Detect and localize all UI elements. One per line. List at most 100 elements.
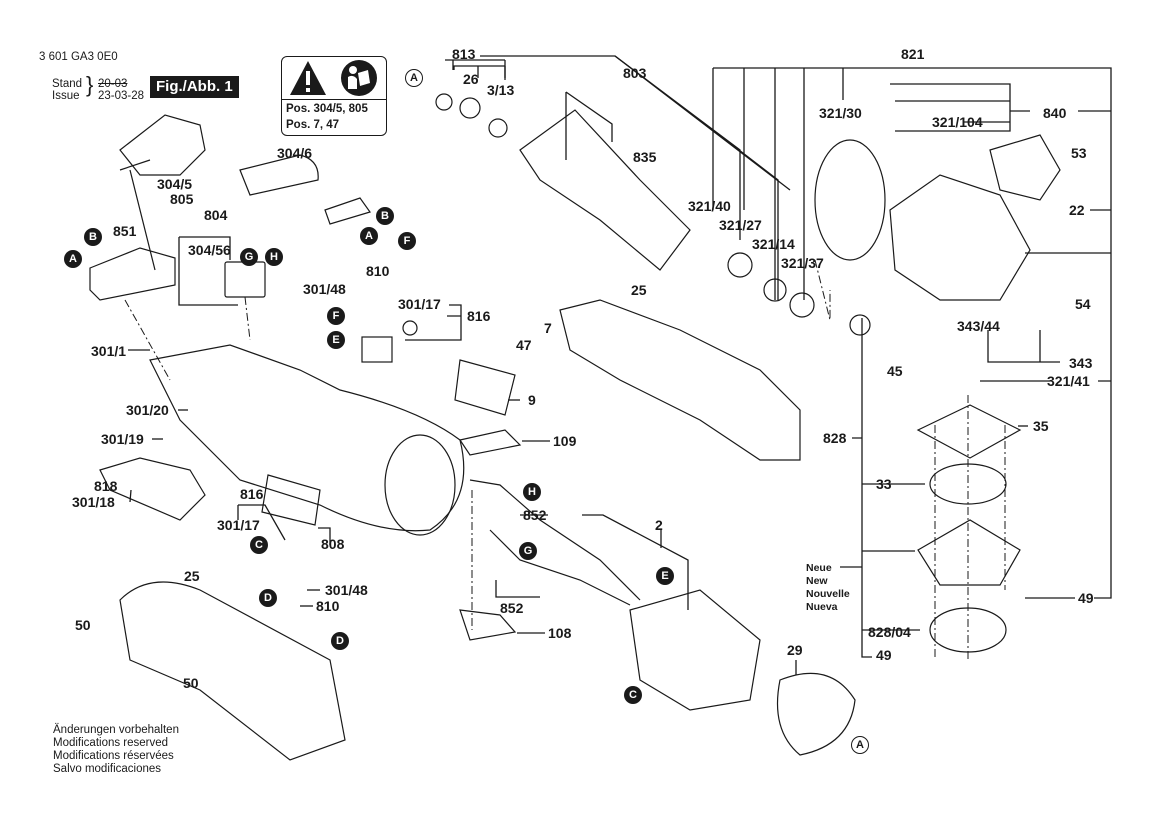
part-label: 343: [1069, 355, 1093, 371]
part-label: 108: [548, 625, 572, 641]
part-spring-a: [402, 320, 418, 336]
part-label: 321/41: [1047, 373, 1090, 389]
part-label: 2: [655, 517, 663, 533]
marker-e: E: [656, 567, 674, 585]
part-label: 816: [240, 486, 264, 502]
part-label: 304/56: [188, 242, 231, 258]
part-label: 804: [204, 207, 228, 223]
part-301-18: [99, 457, 206, 521]
part-switch-rod: [129, 169, 156, 271]
part-wires: [469, 479, 641, 606]
part-label: 803: [623, 65, 647, 81]
part-label: 304/6: [277, 145, 313, 161]
stand-value: 20-03: [98, 78, 128, 90]
part-label: 321/14: [752, 236, 795, 252]
part-housing-opening: [384, 434, 456, 536]
part-bearing-plate: [814, 139, 886, 261]
part-label: 301/19: [101, 431, 144, 447]
part-handle-lower: [119, 581, 346, 761]
part-brush-holder-a: [361, 336, 393, 363]
issue-label: Issue: [52, 90, 80, 102]
part-label: 810: [366, 263, 390, 279]
part-label: 7: [544, 320, 552, 336]
part-gear-housing: [889, 174, 1031, 301]
part-label: 26: [463, 71, 479, 87]
part-label: 25: [631, 282, 647, 298]
part-label: 835: [633, 149, 657, 165]
part-bearing-321-37: [789, 292, 815, 318]
marker-a: A: [851, 736, 869, 754]
part-label-808: [261, 474, 321, 526]
part-bearing-26: [459, 97, 481, 119]
footer-note-fr: Modifications réservées: [53, 750, 174, 762]
part-gear-828: [917, 519, 1021, 586]
part-label: 50: [75, 617, 91, 633]
part-label: 301/1: [91, 343, 127, 359]
part-cable-sleeve: [239, 154, 319, 196]
marker-b: B: [84, 228, 102, 246]
footer-note-es: Salvo modificaciones: [53, 763, 162, 775]
part-label: 818: [94, 478, 118, 494]
read-manual-icon: [341, 60, 377, 96]
assembly-line-1: [124, 299, 171, 381]
part-plug: [119, 114, 206, 176]
part-label: 301/17: [217, 517, 260, 533]
part-cover-22: [989, 134, 1061, 201]
marker-c: C: [624, 686, 642, 704]
part-bearing-3-13: [488, 118, 508, 138]
part-label: 304/5: [157, 176, 193, 192]
part-label: 53: [1071, 145, 1087, 161]
part-label: 25: [184, 568, 200, 584]
part-label: 22: [1069, 202, 1085, 218]
part-label: 301/20: [126, 402, 169, 418]
callout-852-b: [495, 580, 540, 598]
part-label: 321/37: [781, 255, 824, 271]
callout-821-bracket: [712, 67, 1112, 599]
marker-d: D: [331, 632, 349, 650]
part-label: 109: [553, 433, 577, 449]
part-label: 29: [787, 642, 803, 658]
part-pinion: [849, 314, 871, 336]
part-label: 852: [523, 507, 547, 523]
safety-notice-line1: Pos. 304/5, 805: [286, 103, 368, 115]
footer-note-de: Änderungen vorbehalten: [53, 724, 179, 736]
assembly-line-3: [814, 259, 831, 321]
callout-828-bracket: [840, 318, 925, 658]
marker-c: C: [250, 536, 268, 554]
callout-835-bracket: [565, 91, 613, 160]
part-label: 3/13: [487, 82, 515, 98]
warning-triangle-icon: [290, 61, 326, 95]
callout-301-18: [129, 489, 132, 503]
callout-840: [890, 83, 1111, 132]
footer-note-en: Modifications reserved: [53, 737, 169, 749]
part-switch: [224, 261, 266, 298]
marker-f: F: [398, 232, 416, 250]
part-label: 301/17: [398, 296, 441, 312]
part-108: [459, 609, 517, 641]
part-label-9: [454, 359, 516, 416]
marker-a: A: [405, 69, 423, 87]
callout-816-a: [405, 304, 462, 341]
part-label: 49: [1078, 590, 1094, 606]
part-label: 50: [183, 675, 199, 691]
part-bearing-a: [435, 93, 453, 111]
marker-a: A: [64, 250, 82, 268]
part-bearing-321-14: [763, 278, 787, 302]
part-label: 47: [516, 337, 532, 353]
safety-notice-box: Pos. 304/5, 805 Pos. 7, 47: [281, 56, 387, 136]
part-field-coil: [629, 589, 761, 711]
part-handle-upper: [559, 299, 801, 461]
part-label: 301/48: [303, 281, 346, 297]
callout-813: [445, 59, 506, 78]
part-label: 321/30: [819, 105, 862, 121]
part-label: 816: [467, 308, 491, 324]
marker-b: B: [376, 207, 394, 225]
new-note-en: New: [806, 575, 828, 587]
part-label: 828: [823, 430, 847, 446]
part-label: 840: [1043, 105, 1067, 121]
part-109: [459, 429, 522, 456]
part-label: 321/104: [932, 114, 983, 130]
part-ring-321-27: [727, 252, 753, 278]
brace-icon: }: [86, 72, 94, 97]
